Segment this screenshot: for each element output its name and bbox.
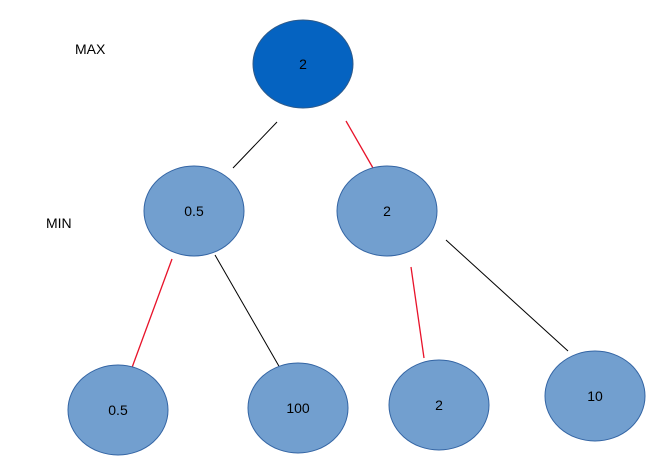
leaf-3-value: 2 <box>435 397 443 413</box>
leaf-node-3: 2 <box>388 359 490 451</box>
edge-root-min-right-chosen <box>345 120 374 169</box>
leaf-2-value: 100 <box>286 400 310 416</box>
leaf-1-value: 0.5 <box>108 402 128 418</box>
leaf-node-2: 100 <box>247 362 349 454</box>
min-right-value: 2 <box>383 203 391 219</box>
min-node-right: 2 <box>336 165 438 257</box>
edge-min-left-leaf-1-chosen <box>129 258 173 374</box>
max-node-root: 2 <box>252 19 354 109</box>
min-node-left: 0.5 <box>143 165 245 257</box>
leaf-node-4: 10 <box>544 350 646 442</box>
max-level-label: MAX <box>75 41 106 57</box>
min-level-label: MIN <box>46 215 72 231</box>
leaf-4-value: 10 <box>587 388 603 404</box>
edge-min-left-leaf-2 <box>214 254 281 369</box>
edge-root-min-left <box>232 121 278 169</box>
edge-min-right-leaf-4 <box>445 239 569 352</box>
root-value: 2 <box>299 56 307 72</box>
leaf-node-1: 0.5 <box>67 364 169 456</box>
edge-min-right-leaf-3-chosen <box>410 266 425 359</box>
min-left-value: 0.5 <box>184 203 204 219</box>
